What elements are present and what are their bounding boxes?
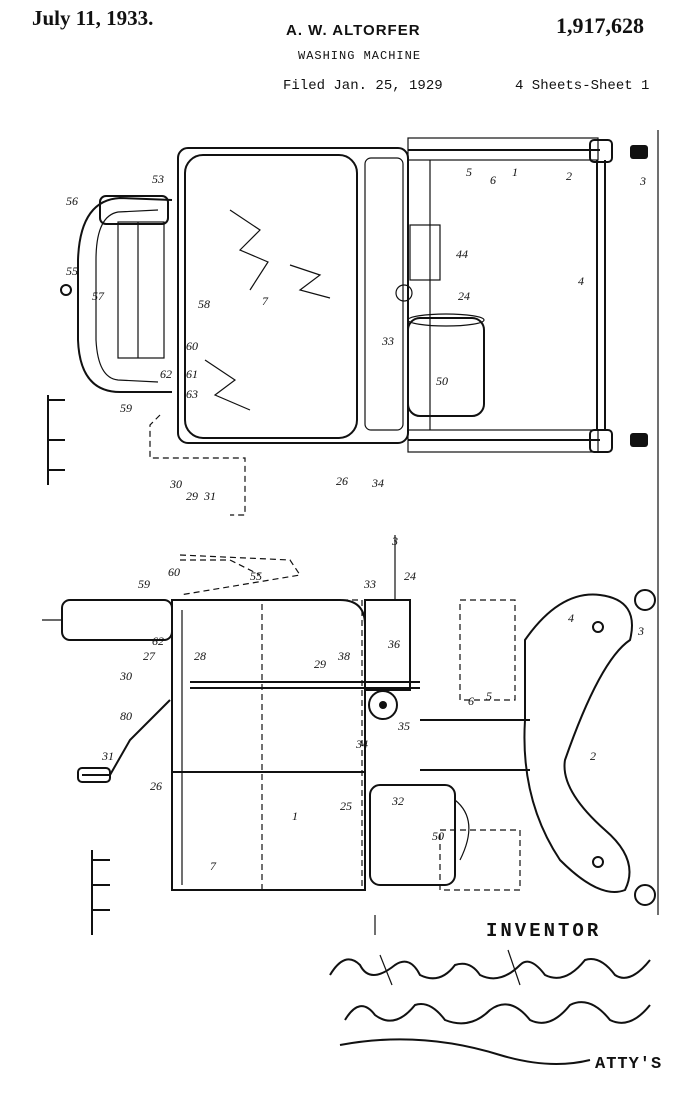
ref-63: 63	[186, 387, 198, 401]
inventor-label: INVENTOR	[486, 920, 601, 942]
ref-61: 61	[186, 367, 198, 381]
ref-38: 38	[337, 649, 350, 663]
ref-59-side: 59	[138, 577, 150, 591]
figure-top-view: 56 53 55 57 58 60 61 62 63 59 30 29 31 2…	[48, 138, 648, 515]
ref-55-ghost: 55	[250, 569, 262, 583]
ref-5: 5	[466, 165, 472, 179]
ref-5-side: 5	[486, 689, 492, 703]
ref-60-side: 60	[168, 565, 180, 579]
ref-3: 3	[639, 174, 646, 188]
ref-1-side: 1	[292, 809, 298, 823]
ref-28: 28	[194, 649, 206, 663]
ref-24-side: 24	[404, 569, 416, 583]
ref-62: 62	[160, 367, 172, 381]
ref-55: 55	[66, 264, 78, 278]
ref-34: 34	[371, 476, 384, 490]
ref-7-side: 7	[210, 859, 217, 873]
ref-29-side: 29	[314, 657, 326, 671]
ref-30-side: 30	[119, 669, 132, 683]
ref-30: 30	[169, 477, 182, 491]
ref-57: 57	[92, 289, 105, 303]
ref-50: 50	[436, 374, 448, 388]
ref-3-top: 3	[391, 534, 398, 548]
ref-27: 27	[143, 649, 156, 663]
ref-62-side: 62	[152, 634, 164, 648]
ref-60: 60	[186, 339, 198, 353]
ref-80: 80	[120, 709, 132, 723]
ref-2: 2	[566, 169, 572, 183]
ref-26-side: 26	[150, 779, 162, 793]
ref-29: 29	[186, 489, 198, 503]
inventor-signature	[330, 950, 650, 985]
ref-36: 36	[387, 637, 400, 651]
ref-50-side: 50	[432, 829, 444, 843]
ref-6-side: 6	[468, 694, 474, 708]
ref-3-side: 3	[637, 624, 644, 638]
ref-7: 7	[262, 294, 269, 308]
ref-56: 56	[66, 194, 78, 208]
ref-32: 32	[391, 794, 404, 808]
ref-59: 59	[120, 401, 132, 415]
ref-31: 31	[203, 489, 216, 503]
attorneys-label: ATTY'S	[595, 1055, 662, 1074]
ref-33: 33	[381, 334, 394, 348]
figure-side-view: 3 24 55 59 60 62 27 28 30 80 29 38 33 36…	[42, 534, 655, 935]
ref-6: 6	[490, 173, 496, 187]
ref-1: 1	[512, 165, 518, 179]
ref-58: 58	[198, 297, 210, 311]
ref-4: 4	[578, 274, 584, 288]
ref-53: 53	[152, 172, 164, 186]
ref-2-side: 2	[590, 749, 596, 763]
ref-26: 26	[336, 474, 348, 488]
ref-4-side: 4	[568, 611, 574, 625]
ref-33-side: 33	[363, 577, 376, 591]
ref-31-side: 31	[101, 749, 114, 763]
ref-35: 35	[397, 719, 410, 733]
ref-24: 24	[458, 289, 470, 303]
ref-44: 44	[456, 247, 468, 261]
ref-34-side: 34	[355, 737, 368, 751]
ref-25: 25	[340, 799, 352, 813]
